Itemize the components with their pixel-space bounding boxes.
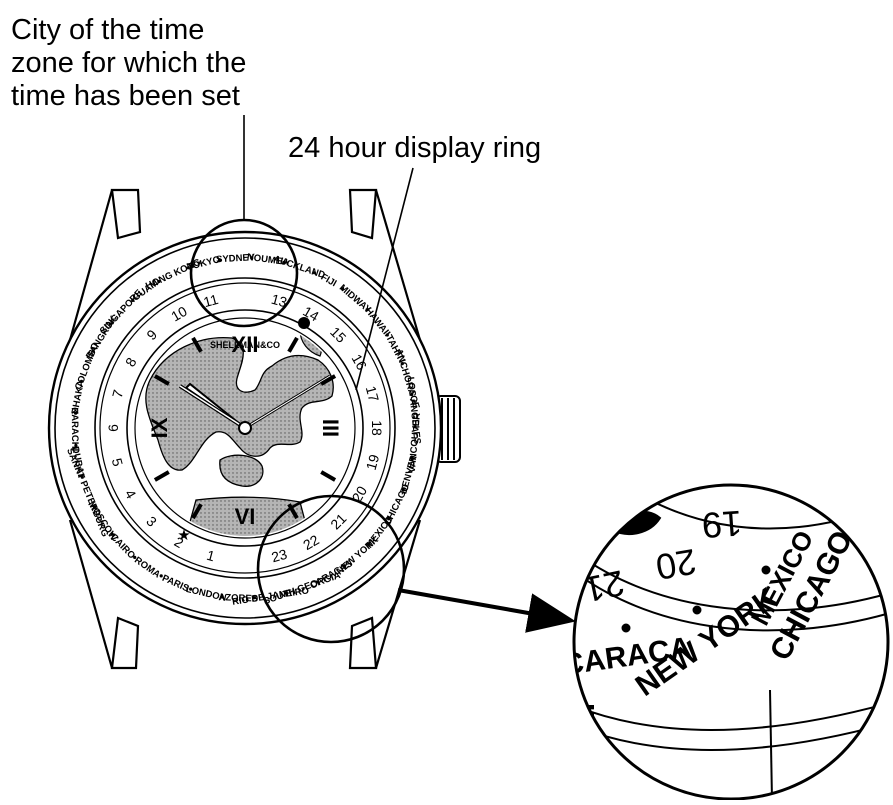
hour-marker — [153, 470, 170, 482]
city-label-line-3: time has been set — [11, 80, 240, 112]
city-separator-dot — [217, 258, 222, 262]
hour-marker — [191, 503, 203, 520]
ring-display-label: 24 hour display ring — [288, 132, 542, 164]
ring-leader-line — [355, 167, 414, 391]
city-separator-dot — [340, 287, 345, 291]
city-separator-dot — [387, 517, 391, 521]
city-separator-dot — [401, 488, 405, 492]
city-separator-dot — [74, 411, 78, 415]
city-separator-dot — [220, 594, 224, 599]
hour-marker — [287, 336, 299, 353]
hour-ring-number: 23 — [270, 546, 289, 566]
hour-ring-number: 6 — [105, 424, 121, 432]
city-separator-dot — [367, 542, 371, 546]
hour-ring-number: 5 — [109, 456, 127, 468]
hour-marker — [191, 336, 203, 353]
zoom-number-19: 19 — [701, 503, 744, 547]
hour-ring-number: 7 — [109, 388, 127, 400]
hour-ring-number: 10 — [168, 303, 190, 325]
hour-ring-number: 13 — [270, 291, 289, 311]
star-icon: ★ — [177, 527, 190, 544]
city-separator-dot — [189, 587, 193, 591]
city-separator-dot — [131, 298, 135, 302]
city-separator-dot — [410, 457, 414, 461]
world-map — [145, 329, 334, 536]
roman-numeral: VI — [235, 504, 256, 529]
zoom-number-20: 20 — [653, 541, 700, 588]
roman-numeral: IX — [147, 417, 172, 438]
city-separator-dot — [284, 591, 288, 595]
city-separator-dot — [410, 392, 414, 397]
city-separator-dot — [80, 475, 84, 479]
city-separator-dot — [79, 379, 84, 383]
city-separator-dot — [385, 333, 389, 337]
hour-markers — [153, 336, 337, 520]
zoom-city-rio: RI — [568, 703, 601, 733]
city-timezone-label: City of the time zone for which the time… — [11, 14, 246, 113]
zoom-number-21: 21 — [580, 562, 628, 610]
city-separator-dot — [157, 279, 161, 284]
city-separator-dot — [400, 362, 404, 366]
dot-marker — [298, 317, 310, 329]
hour-marker — [287, 503, 299, 520]
city-separator-dot — [282, 260, 286, 265]
roman-numeral: III — [318, 419, 343, 437]
city-separator-dot — [92, 505, 97, 509]
city-separator-dot — [252, 596, 256, 600]
city-label: KARACHI — [69, 407, 80, 451]
city-label-line-2: zone for which the — [11, 47, 247, 79]
city-separator-dot — [133, 555, 137, 560]
roman-numeral: XII — [232, 332, 259, 357]
brand-mark: SHELLMAN&CO — [210, 340, 280, 350]
roman-numerals: XII III VI IX — [147, 332, 343, 529]
city-separator-dot — [315, 580, 319, 584]
zoom-arrow — [397, 588, 576, 633]
city-separator-dot — [108, 322, 113, 326]
city-separator-dot — [110, 532, 114, 536]
city-separator-dot — [343, 564, 347, 568]
city-separator-dot — [159, 574, 163, 578]
city-label: SYDNEY — [216, 252, 256, 265]
hour-marker — [153, 374, 170, 386]
hour-marker — [320, 374, 337, 386]
crown — [435, 395, 461, 463]
zoom-detail: 19 20 21 CHICAGO MEXICO NEW YORK CARACA … — [568, 483, 890, 801]
city-separator-dot — [312, 271, 316, 275]
hour-ring-number: 18 — [369, 420, 385, 436]
city-label-line-1: City of the time — [11, 14, 205, 46]
watch-lugs — [68, 188, 422, 670]
city-separator-dot — [413, 425, 417, 429]
city-separator-dot — [250, 256, 254, 260]
hour-ring-number: 19 — [363, 452, 383, 471]
city-separator-dot — [186, 266, 190, 270]
watch-hands — [178, 374, 331, 435]
city-separator-dot — [91, 349, 95, 353]
hour-ring-number: 17 — [363, 384, 383, 403]
city-separator-dot — [74, 443, 78, 448]
city-separator-dot — [365, 308, 369, 312]
city-label: AZORES — [218, 592, 258, 605]
hour-ring-number: 11 — [202, 291, 220, 310]
zoom-source-circle — [256, 494, 406, 644]
hour-marker — [320, 470, 337, 482]
hour-ring-number: 22 — [300, 531, 322, 553]
hour-ring-number: 1 — [205, 547, 217, 565]
